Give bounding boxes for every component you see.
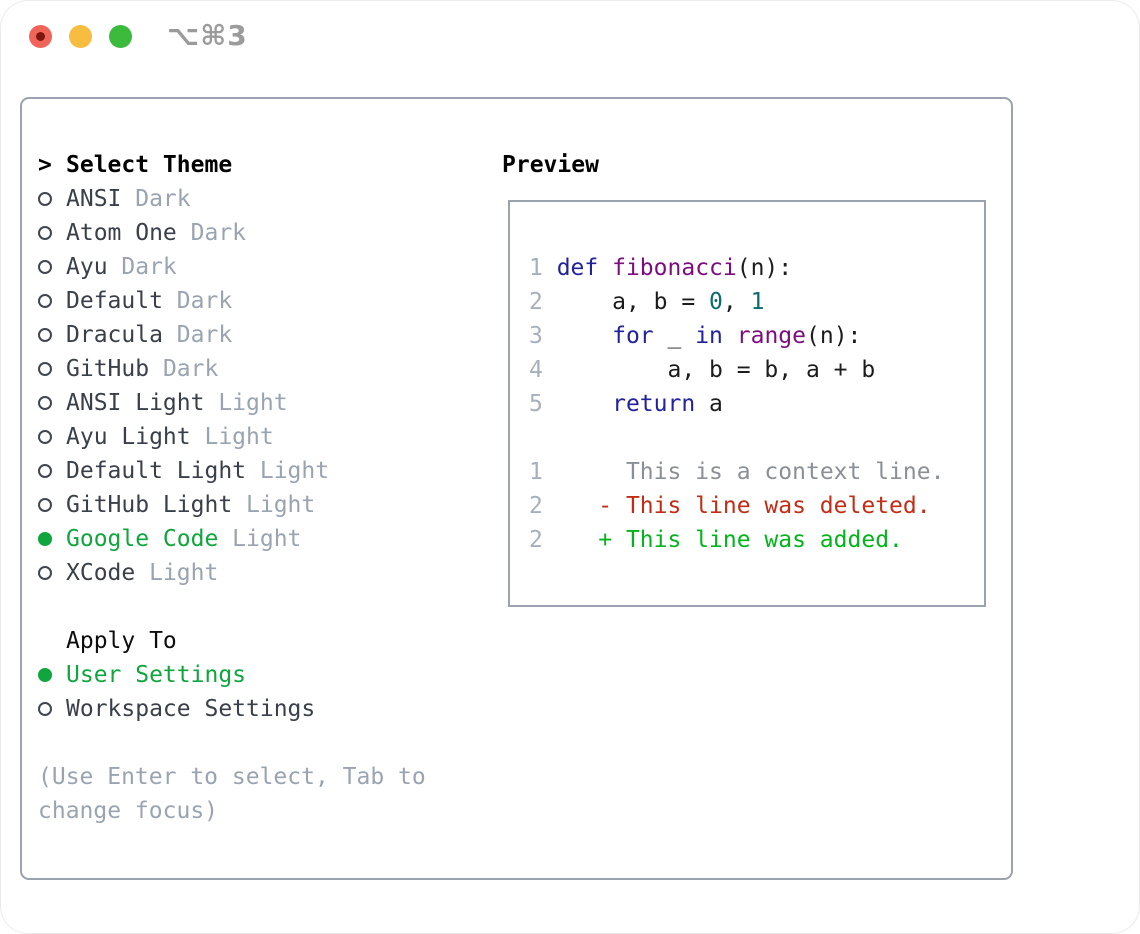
option-label: GitHub Light: [66, 492, 233, 518]
variant-label: Dark: [176, 322, 233, 348]
theme-option-ayu-light[interactable]: Ayu Light Light: [38, 420, 426, 454]
variant-label: Light: [232, 526, 302, 552]
option-label: ANSI: [66, 186, 122, 212]
option-label: GitHub: [66, 356, 150, 382]
code-line: 3 for _ in range(n):: [529, 323, 862, 349]
radio-icon: [38, 260, 52, 274]
variant-label: Light: [204, 424, 274, 450]
theme-option-github-light[interactable]: GitHub Light Light: [38, 488, 426, 522]
variant-label: Dark: [176, 288, 233, 314]
code-line: 1 This is a context line.: [529, 459, 945, 485]
select-theme-title: Select Theme: [66, 152, 233, 178]
theme-option-ansi[interactable]: ANSI Dark: [38, 182, 426, 216]
option-label: XCode: [66, 560, 136, 586]
radio-icon: [38, 430, 52, 444]
radio-icon: [38, 328, 52, 342]
radio-icon: [38, 362, 52, 376]
option-label: Ayu: [66, 254, 108, 280]
theme-option-xcode[interactable]: XCode Light: [38, 556, 426, 590]
apply-to-header: Apply To: [38, 624, 426, 658]
apply-option-workspace-settings[interactable]: Workspace Settings: [38, 692, 426, 726]
option-label: Default Light: [66, 458, 247, 484]
apply-to-title: Apply To: [66, 628, 177, 654]
spacer-row: [38, 590, 426, 624]
theme-option-ansi-light[interactable]: ANSI Light Light: [38, 386, 426, 420]
code-line: 1 def fibonacci(n):: [529, 255, 793, 281]
option-label: Google Code: [66, 526, 219, 552]
variant-label: Dark: [190, 220, 247, 246]
option-label: Ayu Light: [66, 424, 191, 450]
option-label: Dracula: [66, 322, 163, 348]
window-title: ⌥⌘3: [167, 19, 248, 52]
option-label: Workspace Settings: [66, 696, 316, 722]
hint-line-1: (Use Enter to select, Tab to: [38, 764, 426, 790]
code-line: [529, 421, 944, 455]
select-theme-header: > Select Theme: [38, 148, 426, 182]
radio-icon: [38, 294, 52, 308]
code-line: 2 a, b = 0, 1: [529, 289, 765, 315]
variant-label: Light: [246, 492, 316, 518]
zoom-button[interactable]: [109, 25, 132, 48]
minimize-button[interactable]: [69, 25, 92, 48]
code-line: 5 return a: [529, 391, 723, 417]
radio-icon: [38, 396, 52, 410]
prompt-icon: >: [38, 152, 52, 178]
theme-option-ayu[interactable]: Ayu Dark: [38, 250, 426, 284]
selected-radio-icon: [38, 532, 52, 546]
option-label: Atom One: [66, 220, 177, 246]
option-label: Default: [66, 288, 163, 314]
theme-option-dracula[interactable]: Dracula Dark: [38, 318, 426, 352]
variant-label: Light: [149, 560, 219, 586]
code-preview: 1 def fibonacci(n): 2 a, b = 0, 1 3 for _ …: [529, 251, 944, 557]
code-line: 2 + This line was added.: [529, 527, 903, 553]
theme-option-default[interactable]: Default Dark: [38, 284, 426, 318]
preview-title: Preview: [502, 152, 599, 178]
variant-label: Light: [218, 390, 288, 416]
variant-label: Dark: [135, 186, 191, 212]
apply-option-user-settings[interactable]: User Settings: [38, 658, 426, 692]
hint-line-2: change focus): [38, 798, 219, 824]
code-line: 2 - This line was deleted.: [529, 493, 931, 519]
radio-icon: [38, 464, 52, 478]
radio-icon: [38, 498, 52, 512]
radio-icon: [38, 192, 52, 206]
theme-option-default-light[interactable]: Default Light Light: [38, 454, 426, 488]
radio-icon: [38, 566, 52, 580]
close-button[interactable]: [29, 25, 52, 48]
radio-icon: [38, 226, 52, 240]
radio-icon: [38, 702, 52, 716]
selected-radio-icon: [38, 668, 52, 682]
option-label: User Settings: [66, 662, 247, 688]
code-line: 4 a, b = b, a + b: [529, 357, 876, 383]
variant-label: Dark: [162, 356, 219, 382]
theme-option-github[interactable]: GitHub Dark: [38, 352, 426, 386]
spacer-row: [38, 726, 426, 760]
theme-option-atom-one[interactable]: Atom One Dark: [38, 216, 426, 250]
option-label: ANSI Light: [66, 390, 205, 416]
variant-label: Light: [259, 458, 330, 484]
variant-label: Dark: [121, 254, 177, 280]
theme-option-google-code[interactable]: Google Code Light: [38, 522, 426, 556]
preview-pane: 1 def fibonacci(n): 2 a, b = 0, 1 3 for _ …: [508, 200, 986, 607]
